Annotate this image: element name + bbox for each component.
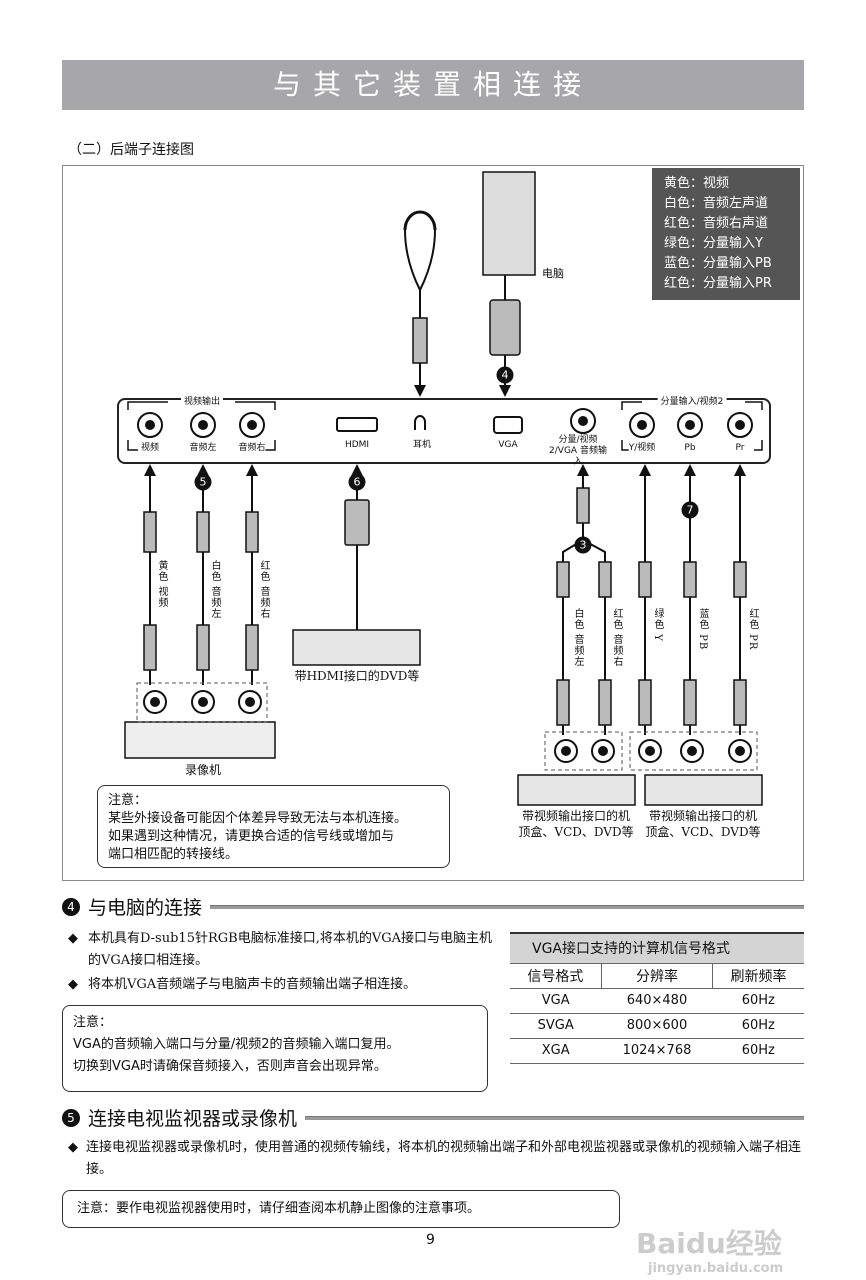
rear-panel	[117, 398, 771, 464]
badge-7: 7	[681, 501, 699, 519]
note-line: 切换到VGA时请确保音频接入，否则声音会出现异常。	[73, 1059, 387, 1074]
legend-item: 绿色：分量输入Y	[664, 236, 763, 251]
badge-5: 5	[194, 473, 212, 491]
diagram-graphics	[124, 171, 763, 806]
cell: 800×600	[601, 1013, 713, 1039]
dvd-label-line: 带视频输出接口的机	[648, 809, 758, 823]
cable-label: 白色 音频左	[570, 608, 585, 668]
color-legend: 黄色：视频 白色：音频左声道 红色：音频右声道 绿色：分量输入Y 蓝色：分量输入…	[652, 168, 800, 300]
section-4-heading: 4 与电脑的连接	[62, 893, 804, 920]
bullet: ◆本机具有D-sub15针RGB电脑标准接口,将本机的VGA接口与电脑主机的VG…	[68, 928, 500, 972]
table-header: 刷新频率	[712, 963, 804, 989]
cell: XGA	[510, 1038, 602, 1064]
connection-diagram	[62, 165, 804, 881]
port-label: 分量/视频2/VGA 音频输入	[549, 435, 607, 467]
bullet-text: 连接电视监视器或录像机时，使用普通的视频传输线，将本机的视频输出端子和外部电视监…	[86, 1140, 802, 1177]
badge-3: 3	[574, 536, 592, 554]
note-line: 某些外接设备可能因个体差异导致无法与本机连接。	[108, 811, 408, 826]
port-label: Pb	[684, 443, 696, 454]
cable-label: 绿色 Y	[650, 608, 665, 642]
section-number: 5	[62, 1108, 80, 1127]
section-title: 与电脑的连接	[88, 897, 203, 919]
diagram-note: 注意： 某些外接设备可能因个体差异导致无法与本机连接。 如果遇到这种情况，请更换…	[97, 785, 450, 868]
port-label: 视频	[140, 443, 160, 454]
port-label: HDMI	[344, 440, 370, 450]
bullet-text: 本机具有D-sub15针RGB电脑标准接口,将本机的VGA接口与电脑主机的VGA…	[88, 931, 492, 968]
cell: 60Hz	[712, 1013, 804, 1039]
dvd-label: 带视频输出接口的机顶盒、VCD、DVD等	[645, 808, 760, 840]
table-header: 信号格式	[510, 963, 602, 989]
legend-item: 红色：分量输入PR	[664, 276, 772, 291]
section-4-bullets: ◆本机具有D-sub15针RGB电脑标准接口,将本机的VGA接口与电脑主机的VG…	[68, 928, 500, 996]
note-line: 注意：	[73, 1015, 113, 1030]
table-caption: VGA接口支持的计算机信号格式	[510, 932, 804, 964]
vcr-label: 录像机	[184, 763, 222, 777]
legend-item: 黄色：视频	[664, 176, 730, 191]
cable-label: 黄色 视频	[154, 560, 169, 609]
divider	[210, 904, 804, 909]
cable-label: 红色 音频右	[609, 608, 624, 668]
bullet: ◆连接电视监视器或录像机时，使用普通的视频传输线，将本机的视频输出端子和外部电视…	[68, 1137, 804, 1181]
section-number: 4	[62, 897, 80, 916]
divider	[305, 1115, 804, 1120]
legend-item: 蓝色：分量输入PB	[664, 256, 772, 271]
port-label: Y/视频	[628, 443, 656, 454]
dvd-label: 带视频输出接口的机顶盒、VCD、DVD等	[518, 808, 633, 840]
hdmi-dvd-label: 带HDMI接口的DVD等	[294, 669, 420, 683]
port-label: 音频左	[189, 443, 217, 454]
port-label: 耳机	[412, 440, 432, 450]
cell: 1024×768	[601, 1038, 713, 1064]
subtitle: （二）后端子连接图	[68, 142, 194, 158]
legend-item: 白色：音频左声道	[664, 196, 769, 211]
watermark-logo: Baidu经验	[636, 1227, 782, 1260]
table-header: 分辨率	[601, 963, 714, 989]
cable-label: 蓝色 PB	[695, 608, 710, 651]
cell: 60Hz	[712, 988, 804, 1014]
dvd-label-line: 带视频输出接口的机	[521, 809, 631, 823]
pc-label: 电脑	[542, 267, 564, 280]
watermark-url: jingyan.baidu.com	[648, 1261, 784, 1276]
note-line: 如果遇到这种情况，请更换合适的信号线或增加与	[108, 829, 395, 844]
port-label: VGA	[498, 440, 518, 450]
cell: 640×480	[601, 988, 713, 1014]
group-label-component: 分量输入/视频2	[657, 397, 727, 408]
section-5-note: 注意：要作电视监视器使用时，请仔细查阅本机静止图像的注意事项。	[62, 1190, 620, 1228]
legend-item: 红色：音频右声道	[664, 216, 769, 231]
bullet: ◆将本机VGA音频端子与电脑声卡的音频输出端子相连接。	[68, 974, 500, 996]
page-title: 与其它装置相连接	[62, 60, 804, 110]
badge-6: 6	[348, 473, 366, 491]
page-number: 9	[426, 1232, 435, 1248]
group-label-video-out: 视频输出	[180, 397, 224, 408]
dvd-label-line: 顶盒、VCD、DVD等	[645, 825, 761, 839]
note-line: VGA的音频输入端口与分量/视频2的音频输入端口复用。	[73, 1037, 400, 1052]
note-line: 注意：	[108, 793, 148, 808]
cell: 60Hz	[712, 1038, 804, 1064]
port-label: 音频右	[238, 443, 266, 454]
badge-4: 4	[496, 366, 514, 384]
cable-label: 红色 PR	[745, 608, 760, 651]
section-4-note: 注意： VGA的音频输入端口与分量/视频2的音频输入端口复用。 切换到VGA时请…	[62, 1005, 488, 1092]
cell: VGA	[510, 988, 602, 1014]
cell: SVGA	[510, 1013, 602, 1039]
cable-label: 白色 音频左	[207, 560, 222, 620]
port-label: Pr	[735, 443, 745, 454]
note-line: 端口相匹配的转接线。	[108, 847, 239, 862]
bullet-text: 将本机VGA音频端子与电脑声卡的音频输出端子相连接。	[88, 977, 417, 992]
section-title: 连接电视监视器或录像机	[88, 1108, 298, 1130]
section-5-heading: 5 连接电视监视器或录像机	[62, 1104, 804, 1131]
dvd-label-line: 顶盒、VCD、DVD等	[518, 825, 634, 839]
cable-label: 红色 音频右	[256, 560, 271, 620]
